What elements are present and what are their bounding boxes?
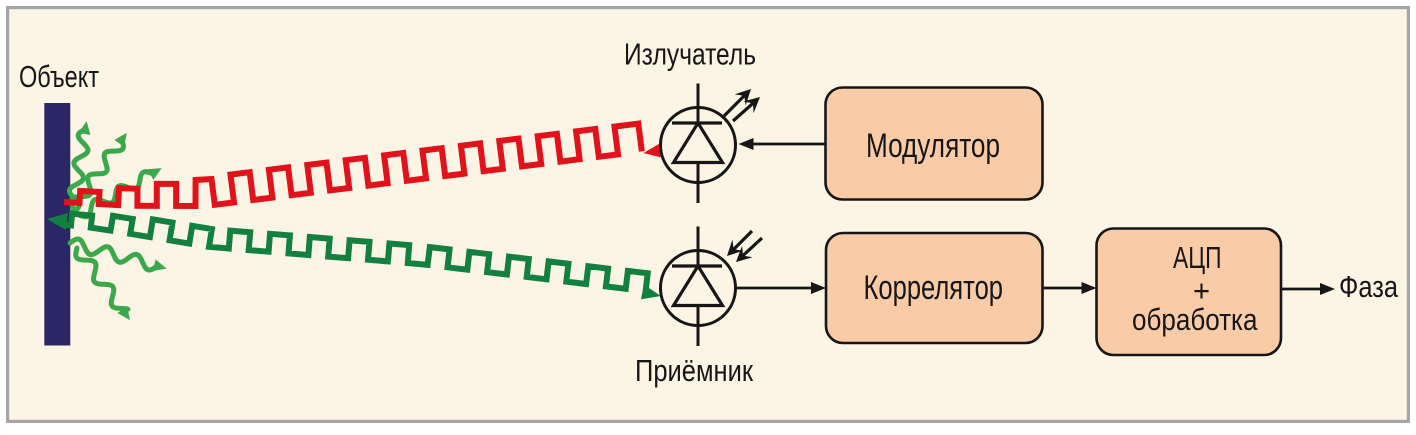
svg-text:Коррелятор: Коррелятор (864, 269, 1004, 307)
svg-text:АЦП: АЦП (1173, 240, 1222, 275)
svg-text:Излучатель: Излучатель (624, 37, 756, 72)
svg-text:Объект: Объект (19, 59, 99, 94)
svg-text:Модулятор: Модулятор (866, 127, 1000, 165)
svg-text:Фаза: Фаза (1339, 269, 1399, 304)
svg-text:+: + (1193, 273, 1210, 308)
svg-text:Приёмник: Приёмник (635, 353, 753, 388)
svg-text:обработка: обработка (1132, 302, 1258, 337)
